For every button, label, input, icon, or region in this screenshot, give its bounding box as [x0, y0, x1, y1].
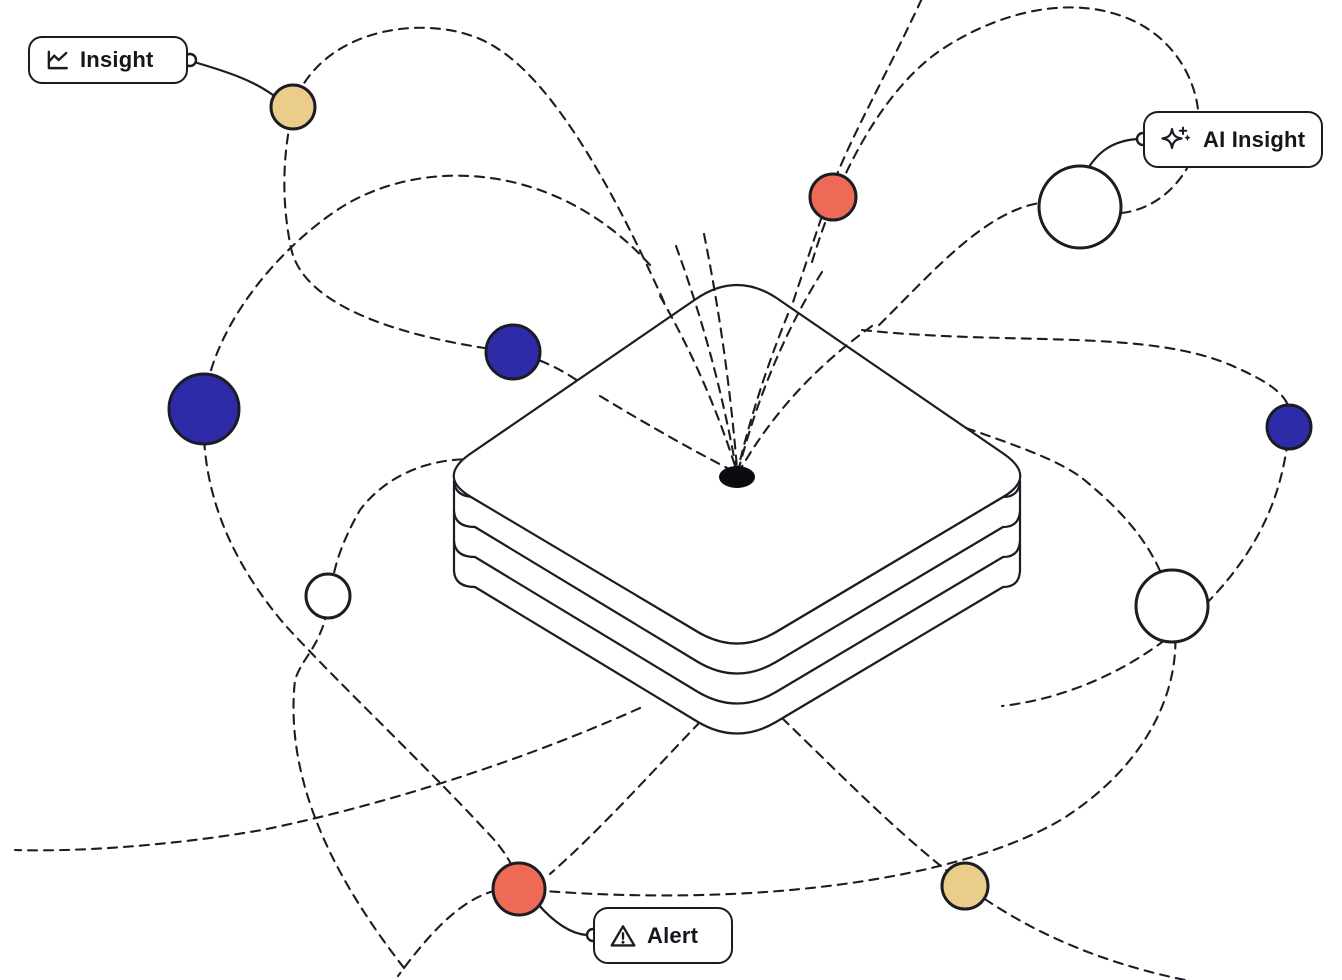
node-blue-left-large — [167, 372, 241, 446]
orbit-arc-ai-loop — [810, 6, 1200, 330]
ingest-stream-line — [737, 270, 824, 470]
orbit-nodes — [167, 83, 1313, 917]
ingest-stream-line — [598, 394, 737, 474]
alert-label-text: Alert — [647, 922, 699, 948]
orbit-arc-blue-left-loop — [202, 174, 652, 882]
insight-connector-line — [192, 60, 275, 97]
ai-insight-label-chip: AI Insight — [1143, 111, 1323, 168]
insight-label-chip: Insight — [28, 36, 188, 84]
ingest-stream-lines — [598, 232, 874, 474]
ai-insight-label-text: AI Insight — [1203, 126, 1306, 152]
ingest-stream-line — [736, 312, 790, 471]
node-yellow-bottom — [940, 861, 990, 911]
orbit-arc-red-top — [786, 0, 923, 320]
node-white-left-small — [304, 572, 352, 620]
alert-connector-line — [535, 901, 589, 937]
ingest-stream-line — [702, 232, 739, 470]
node-blue-right-small — [1265, 403, 1313, 451]
ingest-stream-line — [658, 294, 738, 471]
orbit-arc-lower-left-shallow — [13, 706, 642, 852]
ai-insight-connector-line — [1085, 137, 1139, 172]
line-chart-icon — [47, 50, 68, 70]
node-red-bottom — [491, 861, 547, 917]
core-point — [719, 466, 755, 488]
orbit-arc-yellow-left — [283, 26, 666, 398]
warning-triangle-icon — [610, 924, 636, 947]
orbit-arc-lower-left-steep — [548, 720, 702, 876]
insight-label-text: Insight — [80, 47, 154, 72]
alert-label-chip: Alert — [593, 907, 733, 964]
node-yellow-top-left — [269, 83, 317, 131]
platform-layer-line — [452, 510, 1022, 675]
platform-layer-line — [452, 540, 1022, 705]
ingest-stream-line — [738, 324, 874, 472]
node-white-ai — [1037, 164, 1123, 250]
ingest-stream-line — [674, 244, 738, 470]
sparkle-icon — [1161, 126, 1191, 149]
node-blue-mid — [484, 323, 542, 381]
node-red-top — [808, 172, 858, 222]
node-white-right-medium — [1134, 568, 1210, 644]
